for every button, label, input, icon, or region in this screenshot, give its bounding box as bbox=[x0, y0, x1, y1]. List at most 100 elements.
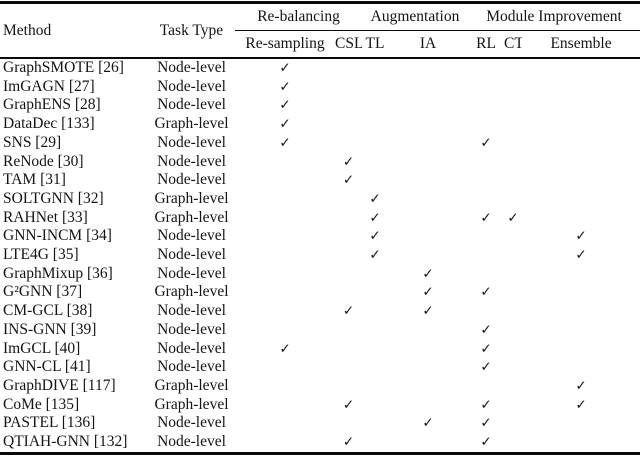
table-row: DataDec [133] Graph-level ✓ bbox=[0, 115, 640, 134]
table-row: ImGAGN [27] Node-level ✓ bbox=[0, 78, 640, 97]
tl-cell bbox=[362, 414, 388, 433]
rl-cell: ✓ bbox=[468, 433, 504, 453]
resampling-cell bbox=[235, 265, 335, 284]
csl-cell: ✓ bbox=[335, 433, 362, 453]
rl-cell: ✓ bbox=[468, 283, 504, 302]
rl-cell: ✓ bbox=[468, 414, 504, 433]
rl-cell bbox=[468, 78, 504, 97]
ct-cell bbox=[504, 302, 522, 321]
tl-cell bbox=[362, 377, 388, 396]
table-row: GNN-INCM [34] Node-level ✓ ✓ bbox=[0, 227, 640, 246]
method-cell: GraphDIVE [117] bbox=[3, 376, 116, 394]
method-cell: RAHNet [33] bbox=[3, 208, 88, 226]
ia-cell: ✓ bbox=[388, 302, 468, 321]
table-row: RAHNet [33] Graph-level ✓ ✓ ✓ bbox=[0, 209, 640, 228]
resampling-cell bbox=[235, 358, 335, 377]
check-icon: ✓ bbox=[480, 396, 492, 413]
tl-cell bbox=[362, 96, 388, 115]
method-cell: GraphMixup [36] bbox=[3, 264, 113, 282]
table-row: QTIAH-GNN [132] Node-level ✓ ✓ bbox=[0, 433, 640, 453]
csl-cell bbox=[335, 134, 362, 153]
ensemble-cell bbox=[522, 358, 640, 377]
tl-cell bbox=[362, 396, 388, 415]
rl-cell bbox=[468, 153, 504, 172]
check-icon: ✓ bbox=[342, 303, 355, 320]
ensemble-cell bbox=[522, 433, 640, 453]
ensemble-cell: ✓ bbox=[522, 377, 640, 396]
tl-cell bbox=[362, 134, 388, 153]
task-type-cell: Node-level bbox=[157, 339, 226, 357]
task-type-cell: Graph-level bbox=[154, 208, 229, 226]
ct-cell bbox=[504, 246, 522, 265]
ct-cell bbox=[504, 227, 522, 246]
check-icon: ✓ bbox=[507, 209, 519, 226]
tl-cell: ✓ bbox=[362, 209, 388, 228]
column-header-csl: CSL bbox=[335, 30, 363, 59]
check-icon: ✓ bbox=[422, 265, 434, 282]
rl-cell bbox=[468, 246, 504, 265]
check-icon: ✓ bbox=[422, 415, 434, 432]
tl-cell bbox=[362, 153, 388, 172]
table-row: GraphSMOTE [26] Node-level ✓ bbox=[0, 58, 640, 78]
ia-cell bbox=[388, 153, 468, 172]
task-type-cell: Node-level bbox=[157, 171, 226, 189]
resampling-cell bbox=[235, 396, 335, 415]
resampling-cell bbox=[235, 414, 335, 433]
column-header-ensemble: Ensemble bbox=[522, 30, 640, 59]
resampling-cell bbox=[235, 433, 335, 453]
csl-cell: ✓ bbox=[335, 302, 362, 321]
ct-cell bbox=[504, 321, 522, 340]
tl-cell: ✓ bbox=[362, 190, 388, 209]
table-row: ReNode [30] Node-level ✓ bbox=[0, 153, 640, 172]
rl-cell bbox=[468, 265, 504, 284]
csl-cell bbox=[335, 340, 362, 359]
ia-cell bbox=[388, 78, 468, 97]
check-icon: ✓ bbox=[369, 190, 381, 207]
check-icon: ✓ bbox=[279, 134, 291, 151]
ensemble-cell bbox=[522, 414, 640, 433]
column-header-resampling: Re-sampling bbox=[235, 30, 335, 59]
method-cell: G²GNN [37] bbox=[3, 283, 83, 301]
ct-cell bbox=[504, 134, 522, 153]
check-icon: ✓ bbox=[575, 377, 587, 394]
ct-cell bbox=[504, 265, 522, 284]
column-header-ct: CT bbox=[504, 30, 523, 59]
ct-cell bbox=[504, 396, 522, 415]
ensemble-cell bbox=[522, 115, 640, 134]
task-type-cell: Node-level bbox=[157, 227, 226, 245]
table-row: GraphENS [28] Node-level ✓ bbox=[0, 96, 640, 115]
column-header-rl: RL bbox=[468, 30, 505, 59]
ct-cell bbox=[504, 115, 522, 134]
ia-cell bbox=[388, 209, 468, 228]
method-cell: CM-GCL [38] bbox=[3, 302, 93, 320]
ensemble-cell bbox=[522, 58, 640, 78]
tl-cell bbox=[362, 283, 388, 302]
ensemble-cell bbox=[522, 96, 640, 115]
rl-cell: ✓ bbox=[468, 321, 504, 340]
method-cell: SNS [29] bbox=[3, 133, 62, 151]
rl-cell: ✓ bbox=[468, 209, 504, 228]
task-type-cell: Graph-level bbox=[154, 115, 229, 133]
check-icon: ✓ bbox=[575, 228, 587, 245]
check-icon: ✓ bbox=[480, 209, 492, 226]
check-icon: ✓ bbox=[342, 153, 355, 170]
rl-cell bbox=[468, 190, 504, 209]
check-icon: ✓ bbox=[422, 303, 434, 320]
ia-cell bbox=[388, 58, 468, 78]
rl-cell bbox=[468, 171, 504, 190]
tl-cell bbox=[362, 171, 388, 190]
csl-cell bbox=[335, 78, 362, 97]
resampling-cell bbox=[235, 227, 335, 246]
method-cell: PASTEL [136] bbox=[3, 414, 96, 432]
task-type-cell: Graph-level bbox=[154, 189, 229, 207]
method-cell: ReNode [30] bbox=[3, 152, 84, 170]
check-icon: ✓ bbox=[369, 247, 381, 264]
table-row: SOLTGNN [32] Graph-level ✓ bbox=[0, 190, 640, 209]
ia-cell: ✓ bbox=[388, 414, 468, 433]
resampling-cell: ✓ bbox=[235, 78, 335, 97]
group-header-module-improvement: Module Improvement bbox=[468, 2, 640, 31]
ct-cell: ✓ bbox=[504, 209, 522, 228]
resampling-cell bbox=[235, 246, 335, 265]
resampling-cell: ✓ bbox=[235, 340, 335, 359]
task-type-cell: Node-level bbox=[157, 433, 226, 451]
